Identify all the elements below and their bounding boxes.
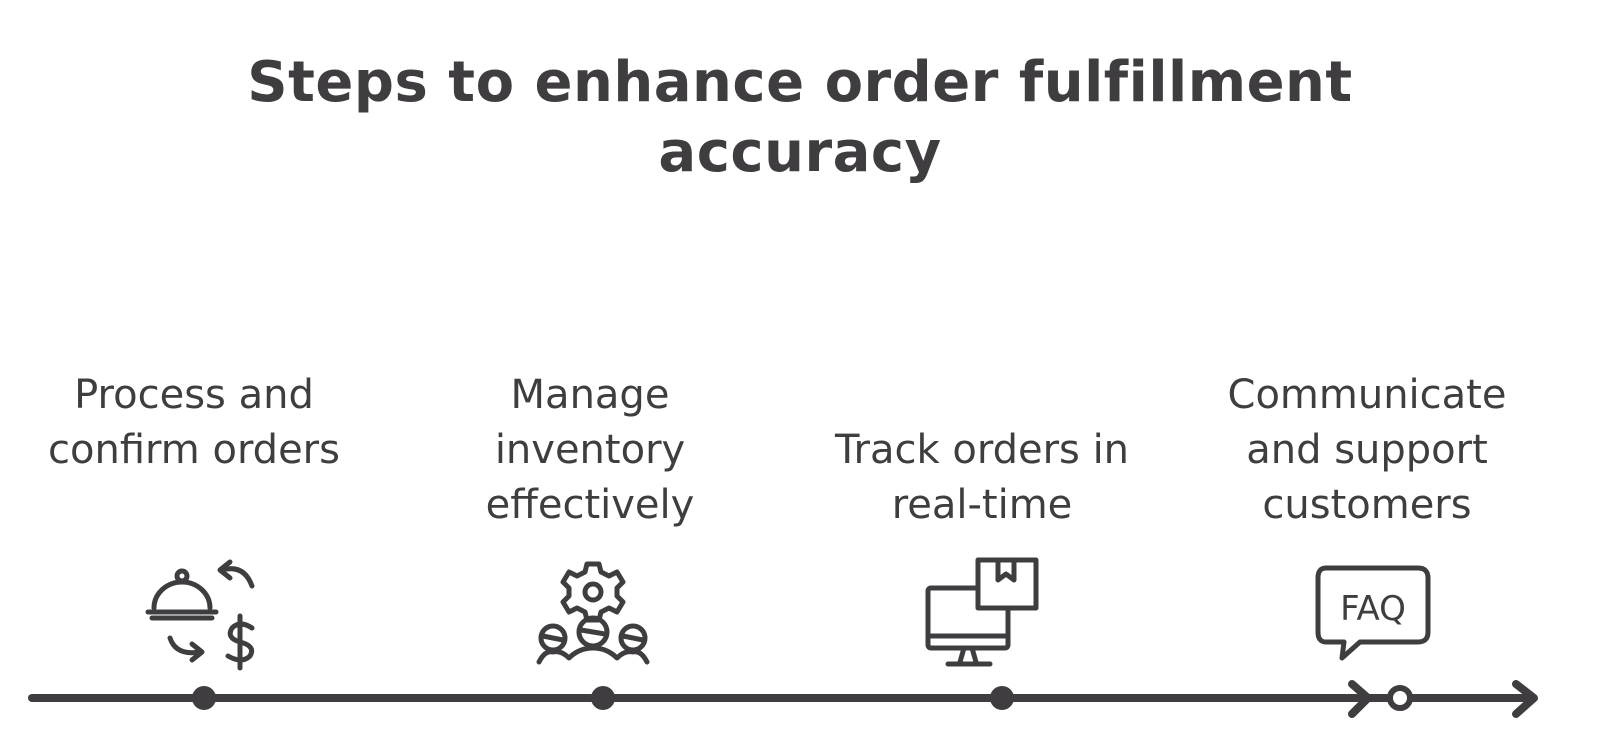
step-4-label: Communicate and support customers: [1227, 372, 1507, 528]
monitor-package-icon: [925, 557, 1039, 667]
serving-cloche-dollar-exchange-icon: [145, 559, 255, 671]
timeline-node-1: [192, 686, 216, 710]
gear-team-icon: [536, 561, 650, 665]
timeline-node-2: [591, 686, 615, 710]
timeline: [28, 680, 1538, 718]
timeline-arrowhead: [1512, 680, 1538, 718]
timeline-node-4: [1387, 685, 1413, 711]
faq-text: FAQ: [1340, 589, 1406, 629]
diagram-title: Steps to enhance order fulfillment accur…: [247, 50, 1353, 185]
step-1-label: Process and confirm orders: [48, 372, 340, 473]
step-3-label: Track orders in real-time: [834, 427, 1130, 528]
timeline-node-3: [990, 686, 1014, 710]
faq-speech-bubble-icon: FAQ: [1315, 565, 1431, 661]
step-2-label: Manage inventory effectively: [485, 372, 695, 528]
timeline-inner-arrowhead: [1348, 680, 1372, 718]
